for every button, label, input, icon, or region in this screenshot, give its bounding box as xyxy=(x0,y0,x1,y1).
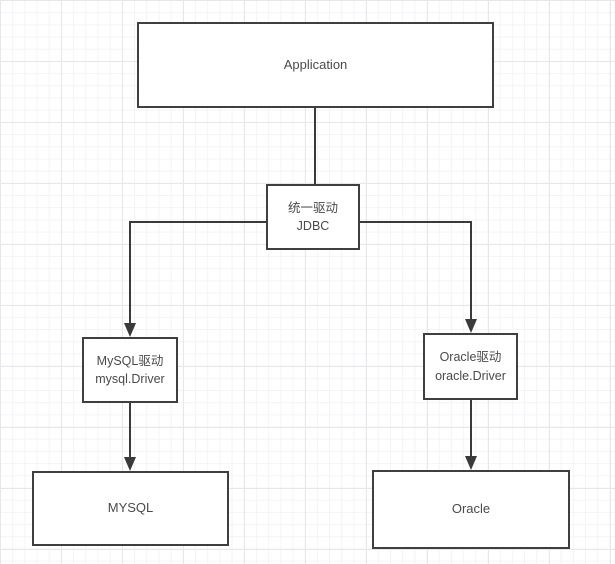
connector-jdbc-mysql-v xyxy=(129,221,131,324)
node-jdbc[interactable]: 统一驱动 JDBC xyxy=(266,184,360,250)
node-jdbc-label-line1: 统一驱动 xyxy=(287,200,338,215)
connector-jdbc-oracle-v xyxy=(470,221,472,320)
arrowhead-down-icon xyxy=(465,319,477,333)
connector-oracledrv-oracledb xyxy=(470,400,472,456)
arrowhead-down-icon xyxy=(124,457,136,471)
node-application[interactable]: Application xyxy=(137,22,494,108)
arrowhead-down-icon xyxy=(124,323,136,337)
node-mysql-driver[interactable]: MySQL驱动 mysql.Driver xyxy=(82,337,178,403)
node-mysql-db-label: MYSQL xyxy=(107,500,154,516)
node-oracle-db[interactable]: Oracle xyxy=(372,470,570,549)
node-jdbc-label-line2: JDBC xyxy=(296,219,330,233)
node-oracle-driver-label-line2: oracle.Driver xyxy=(435,368,506,383)
connector-app-jdbc xyxy=(314,108,316,184)
connector-mysqldrv-mysqldb xyxy=(129,403,131,458)
node-oracle-driver-label-line1: Oracle驱动 xyxy=(439,350,502,365)
node-mysql-db[interactable]: MYSQL xyxy=(32,471,229,546)
node-application-label: Application xyxy=(283,56,348,72)
node-oracle-db-label: Oracle xyxy=(451,501,491,517)
connector-jdbc-mysql-h xyxy=(129,221,268,223)
arrowhead-down-icon xyxy=(465,456,477,470)
node-mysql-driver-label-line1: MySQL驱动 xyxy=(96,353,164,368)
node-mysql-driver-label-line2: mysql.Driver xyxy=(95,372,165,386)
node-oracle-driver[interactable]: Oracle驱动 oracle.Driver xyxy=(423,333,518,400)
connector-jdbc-oracle-h xyxy=(358,221,472,223)
